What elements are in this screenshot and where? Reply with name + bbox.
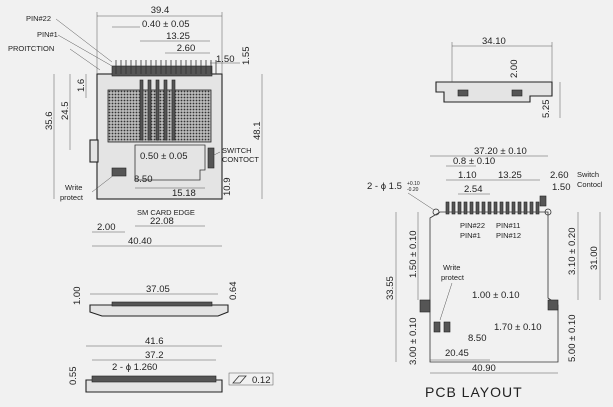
pcb-dim-13-25: 13.25 [498,170,522,181]
front-dim-0-64: 0.64 [228,282,239,301]
side-dim-34-10: 34.10 [482,36,506,47]
dim-24-5: 24.5 [60,102,71,121]
pcb-dim-8-50: 8.50 [468,333,487,344]
side-dim-2-00: 2.00 [509,60,520,79]
pcb-holes: 2 - ϕ 1.5 [367,181,402,192]
lower-cutout [134,144,206,181]
dim-pitch: 0.40 ± 0.05 [142,19,189,30]
bottom-holes: 2 - ϕ 1.260 [112,362,157,373]
pcb-dim-40-90: 40.90 [472,363,496,374]
dim-0-50: 0.50 ± 0.05 [140,151,187,162]
pcb-dim-20-45: 20.45 [445,348,469,359]
bottom-dim-41-6: 41.6 [145,336,164,347]
pin-lines [115,60,217,74]
pcb-label-pin1: PIN#1 [460,231,481,240]
front-dim-1-00: 1.00 [72,287,83,306]
pcb-pads [445,201,540,215]
pcb-dim-1-10: 1.10 [458,170,477,181]
bottom-dim-37-2: 37.2 [145,350,164,361]
pcb-dim-0-8: 0.8 ± 0.10 [453,156,495,167]
pcb-label-pin22: PIN#22 [460,221,485,230]
pcb-label-pin12: PIN#12 [496,231,521,240]
pcb-hole-right [544,208,552,216]
dim-2-00: 2.00 [97,222,116,233]
pcb-label-protect: protect [441,273,465,282]
contact-fingers [139,79,176,141]
dim-13-25: 13.25 [166,31,190,42]
label-protect: protect [60,193,84,202]
pcb-switch-pad [539,195,547,207]
pcb-dim-33-55: 33.55 [385,276,396,300]
dim-22-08: 22.08 [150,216,174,227]
pcb-hole-tol-plus: +0.10 [407,181,420,187]
pcb-hole-left [432,208,440,216]
pcb-label-switch: Switch [577,170,599,179]
pcb-label-write: Write [443,263,460,272]
front-view-body [89,304,229,317]
pcb-layout-title: PCB LAYOUT [425,384,523,400]
dim-1-55: 1.55 [241,47,252,66]
dim-48-1: 48.1 [252,122,263,141]
contact-window [107,89,212,143]
label-switch: SWITCH [222,146,252,155]
flatness-icon [232,375,247,384]
dim-1-50: 1.50 [216,54,235,65]
bottom-dim-0-55: 0.55 [68,367,79,386]
dim-15-18: 15.18 [172,188,196,199]
pcb-hole-tol-minus: -0.20 [407,187,419,193]
flatness-box [228,372,274,386]
dim-2-60: 2.60 [177,43,196,54]
front-view: 37.05 1.00 0.64 [72,282,239,317]
pcb-label-contact: Contocl [577,180,603,189]
pcb-label-pin11: PIN#11 [496,221,520,230]
pcb-dim-5-00: 5.00 ± 0.10 [567,315,578,362]
connector-top-view: 39.4 0.40 ± 0.05 13.25 2.60 1.50 1.55 PI… [8,5,263,247]
pcb-outline [429,211,559,363]
dim-10-9: 10.9 [222,178,233,197]
pcb-dim-31-00: 31.00 [589,246,600,270]
label-write: Write [65,183,82,192]
pcb-dim-1-70: 1.70 ± 0.10 [494,322,541,333]
pcb-dim-1-00: 1.00 ± 0.10 [472,290,519,301]
write-protect-tab [111,167,127,177]
pcb-write-protect-pad [419,299,431,313]
label-contact: CONTOCT [222,155,259,164]
pcb-dim-1-50: 1.50 [552,182,571,193]
dim-1-6: 1.6 [76,79,87,92]
dim-39-4: 39.4 [151,5,170,16]
side-notch [89,139,99,163]
flatness-value: 0.12 [252,375,271,386]
dim-8-50: 8.50 [134,174,153,185]
pcb-dim-3-10: 3.10 ± 0.20 [567,228,578,275]
side-view: 34.10 2.00 5.25 [435,36,561,119]
contact-strip [111,65,213,77]
pcb-dim-37-20: 37.20 ± 0.10 [474,146,527,157]
front-dim-37-05: 37.05 [146,284,170,295]
dim-35-6: 35.6 [44,112,55,131]
pcb-dim-2-54: 2.54 [464,184,483,195]
label-sm-card-edge: SM CARD EDGE [137,208,195,217]
pcb-dim-1-50v: 1.50 ± 0.10 [408,231,419,278]
label-pin22: PIN#22 [26,14,51,23]
pcb-dim-2-60: 2.60 [550,170,569,181]
dim-40-40: 40.40 [128,236,152,247]
bottom-view: 41.6 37.2 2 - ϕ 1.260 0.55 0.12 [68,336,274,393]
switch-contact [207,147,215,169]
label-protection: PROITCTION [8,44,54,53]
label-pin1: PIN#1 [37,30,58,39]
side-dim-5-25: 5.25 [541,100,552,119]
pcb-dim-3-00: 3.00 ± 0.10 [408,318,419,365]
pcb-layout: 37.20 ± 0.10 0.8 ± 0.10 1.10 13.25 2.60 … [367,146,603,400]
side-view-body [435,81,553,103]
